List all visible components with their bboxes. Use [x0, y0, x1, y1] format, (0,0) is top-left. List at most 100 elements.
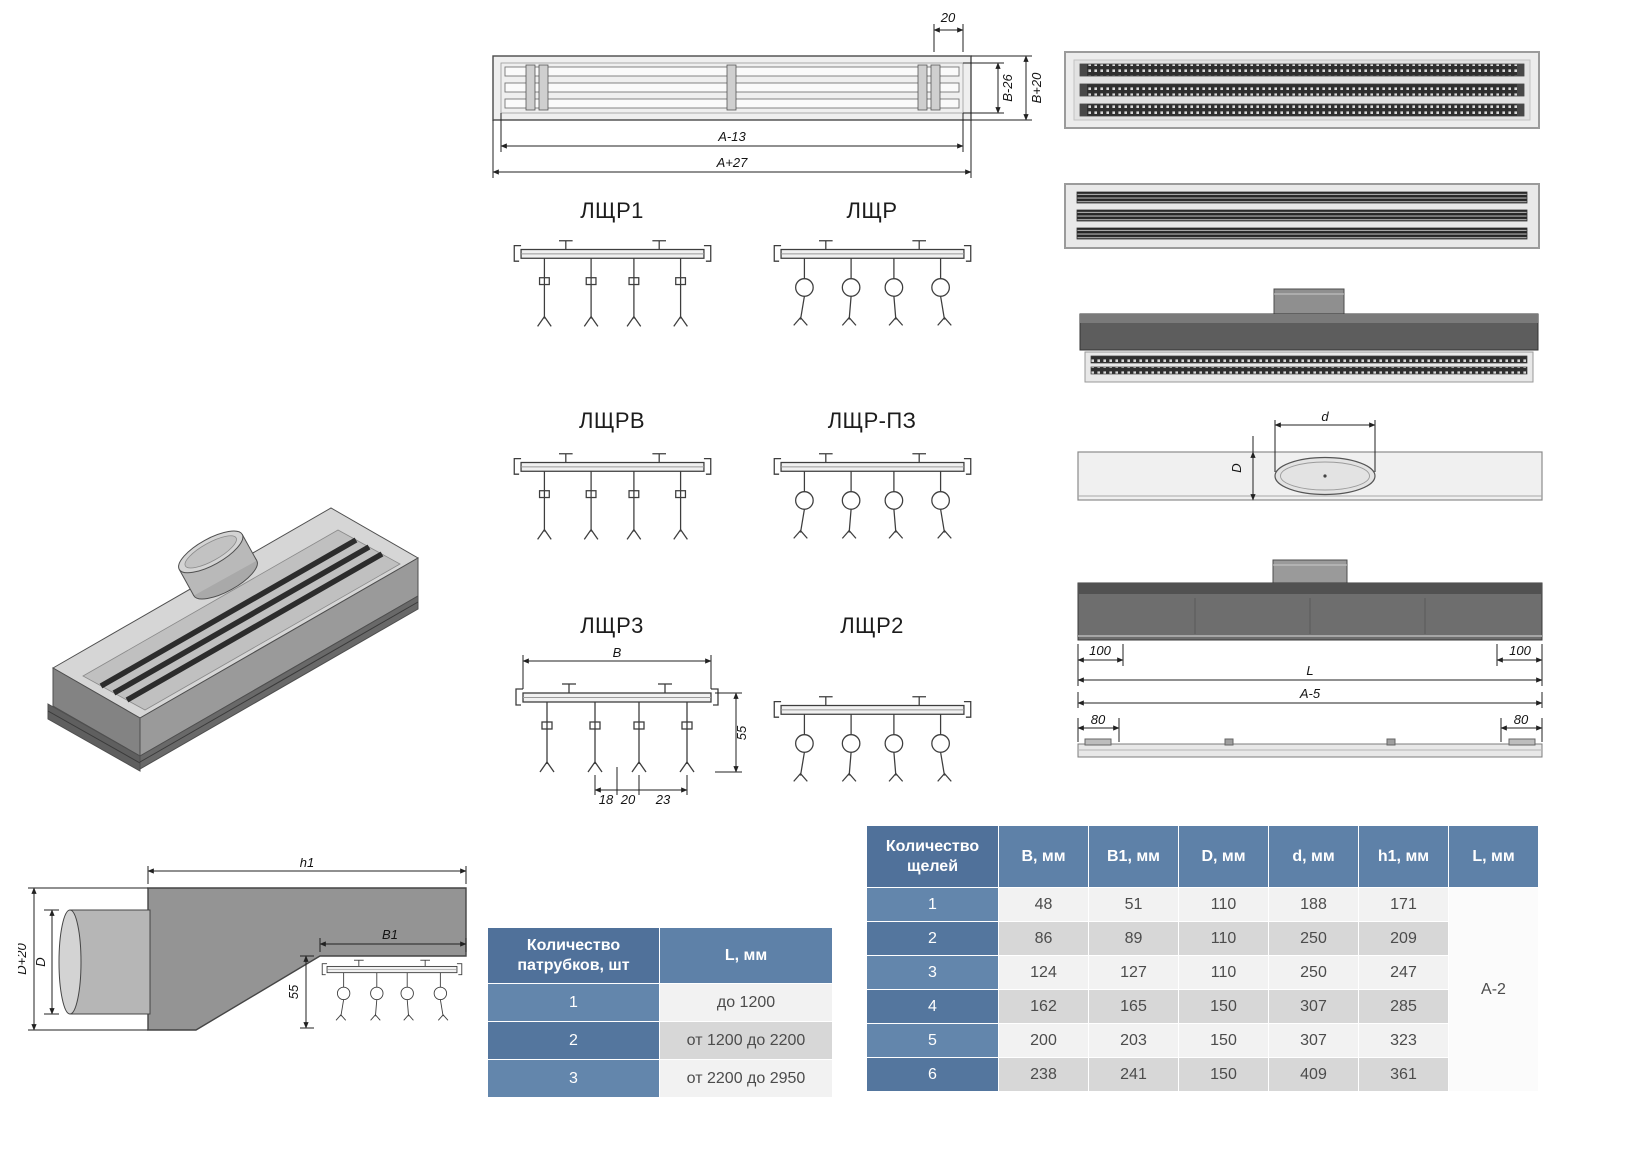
table-cell: 89 — [1088, 921, 1179, 956]
dim-b1: B1 — [382, 927, 398, 942]
table-row: 2 от 1200 до 2200 — [487, 1021, 833, 1060]
dim-55-section: 55 — [286, 984, 301, 999]
table-cell: 150 — [1178, 1057, 1269, 1092]
dim-23: 23 — [655, 792, 671, 807]
plenum-section-drawing: h1 D+20 D B1 55 — [18, 858, 467, 1031]
table-cell: от 1200 до 2200 — [659, 1021, 833, 1060]
table-row: 5 200 203 150 307 323 — [866, 1023, 1539, 1058]
table-cell: 127 — [1088, 955, 1179, 990]
table-cell: 3 — [487, 1059, 660, 1098]
cross-section-lshr3-dimensioned: B 55 18 20 23 — [515, 645, 749, 807]
section-label-lshr2: ЛЩР2 — [840, 613, 904, 638]
cross-section-lshr1 — [505, 232, 720, 339]
table-cell: 209 — [1358, 921, 1449, 956]
table-cell: 162 — [998, 989, 1089, 1024]
cross-section-lshr-pz — [765, 445, 980, 552]
table-cell: до 1200 — [659, 983, 833, 1022]
table-row: 4 162 165 150 307 285 — [866, 989, 1539, 1024]
table-cell: 250 — [1268, 921, 1359, 956]
table-cell: 2 — [866, 921, 999, 956]
table-cell: 203 — [1088, 1023, 1179, 1058]
table-cell: 51 — [1088, 887, 1179, 922]
grille-side-view — [1079, 288, 1539, 383]
table-cell: 110 — [1178, 887, 1269, 922]
dim-d-plus20: D+20 — [18, 943, 29, 975]
grille-face-view-2 — [1064, 183, 1540, 249]
table-cell: 171 — [1358, 887, 1449, 922]
grille-frame-dimension-drawing: 20 B-26 B+20 A-13 A+27 — [492, 12, 1044, 178]
table-cell: 188 — [1268, 887, 1359, 922]
table-row: 1 48 51 110 188 171 A-2 — [866, 887, 1539, 1092]
table-cell: 247 — [1358, 955, 1449, 990]
slots-table-header-h1: h1, мм — [1358, 825, 1449, 888]
table-row: 3 124 127 110 250 247 — [866, 955, 1539, 990]
dim-20b: 20 — [620, 792, 636, 807]
table-cell: 1 — [866, 887, 999, 922]
table-cell: 5 — [866, 1023, 999, 1058]
dim-b26: B-26 — [1000, 74, 1015, 102]
cross-section-lshr2 — [765, 688, 980, 795]
table-cell: 6 — [866, 1057, 999, 1092]
slots-table-header-d-low: d, мм — [1268, 825, 1359, 888]
dim-D: D — [1229, 463, 1244, 472]
dim-100-right: 100 — [1509, 643, 1531, 658]
dim-b20: B+20 — [1029, 72, 1044, 103]
table-cell: 150 — [1178, 1023, 1269, 1058]
table-cell: 2 — [487, 1021, 660, 1060]
diffuser-3d-render — [47, 507, 420, 772]
dim-100-left: 100 — [1089, 643, 1111, 658]
table-cell: 307 — [1268, 1023, 1359, 1058]
dim-d-inner: D — [33, 957, 48, 966]
slots-table-header-b1: B1, мм — [1088, 825, 1179, 888]
dim-h1: h1 — [300, 858, 314, 870]
pipe-table-header-count: Количество патрубков, шт — [487, 927, 660, 984]
slots-table-header-l: L, мм — [1448, 825, 1539, 888]
dim-a27: A+27 — [716, 155, 748, 170]
slot-count-table: Количество щелей B, мм B1, мм D, мм d, м… — [866, 825, 1539, 1092]
table-cell: 4 — [866, 989, 999, 1024]
dim-20: 20 — [940, 12, 956, 25]
table-cell: 110 — [1178, 955, 1269, 990]
table-cell: 1 — [487, 983, 660, 1022]
table-cell: 48 — [998, 887, 1089, 922]
table-cell: 124 — [998, 955, 1089, 990]
pipe-table-header-length: L, мм — [659, 927, 833, 984]
table-row: 3 от 2200 до 2950 — [487, 1059, 833, 1098]
table-cell: 110 — [1178, 921, 1269, 956]
section-label-lshr-pz: ЛЩР-ПЗ — [827, 408, 917, 433]
dim-L: L — [1306, 663, 1313, 678]
section-label-lshr3: ЛЩР3 — [580, 613, 644, 638]
table-cell: 250 — [1268, 955, 1359, 990]
slots-table-header-count: Количество щелей — [866, 825, 999, 888]
table-cell: 3 — [866, 955, 999, 990]
table-cell: 150 — [1178, 989, 1269, 1024]
cross-section-lshr — [765, 232, 980, 339]
table-row: 2 86 89 110 250 209 — [866, 921, 1539, 956]
dim-a13: A-13 — [717, 129, 746, 144]
dim-b: B — [613, 645, 622, 660]
slots-table-header-b: B, мм — [998, 825, 1089, 888]
dim-a5: A-5 — [1299, 686, 1321, 701]
table-cell: 200 — [998, 1023, 1089, 1058]
table-cell: 285 — [1358, 989, 1449, 1024]
table-row: 1 до 1200 — [487, 983, 833, 1022]
table-cell: 323 — [1358, 1023, 1449, 1058]
grille-face-view-1 — [1064, 51, 1540, 129]
table-cell: 409 — [1268, 1057, 1359, 1092]
table-cell: 361 — [1358, 1057, 1449, 1092]
table-cell: 86 — [998, 921, 1089, 956]
cross-section-lshrv — [505, 445, 720, 552]
table-row: 6 238 241 150 409 361 — [866, 1057, 1539, 1092]
section-label-lshrv: ЛЩРВ — [578, 408, 645, 433]
elevation-and-profile-drawing: 100 100 L A-5 80 80 — [1077, 559, 1543, 758]
dim-80-right: 80 — [1514, 712, 1529, 727]
table-cell: 238 — [998, 1057, 1089, 1092]
plan-view-spigot-drawing: d D — [1077, 410, 1543, 501]
slots-table-header-d-cap: D, мм — [1178, 825, 1269, 888]
section-label-lshr1: ЛЩР1 — [580, 198, 644, 223]
table-cell: 165 — [1088, 989, 1179, 1024]
cell-l-merged: A-2 — [1448, 887, 1539, 1092]
section-label-lshr: ЛЩР — [846, 198, 898, 223]
dim-55: 55 — [734, 725, 749, 740]
